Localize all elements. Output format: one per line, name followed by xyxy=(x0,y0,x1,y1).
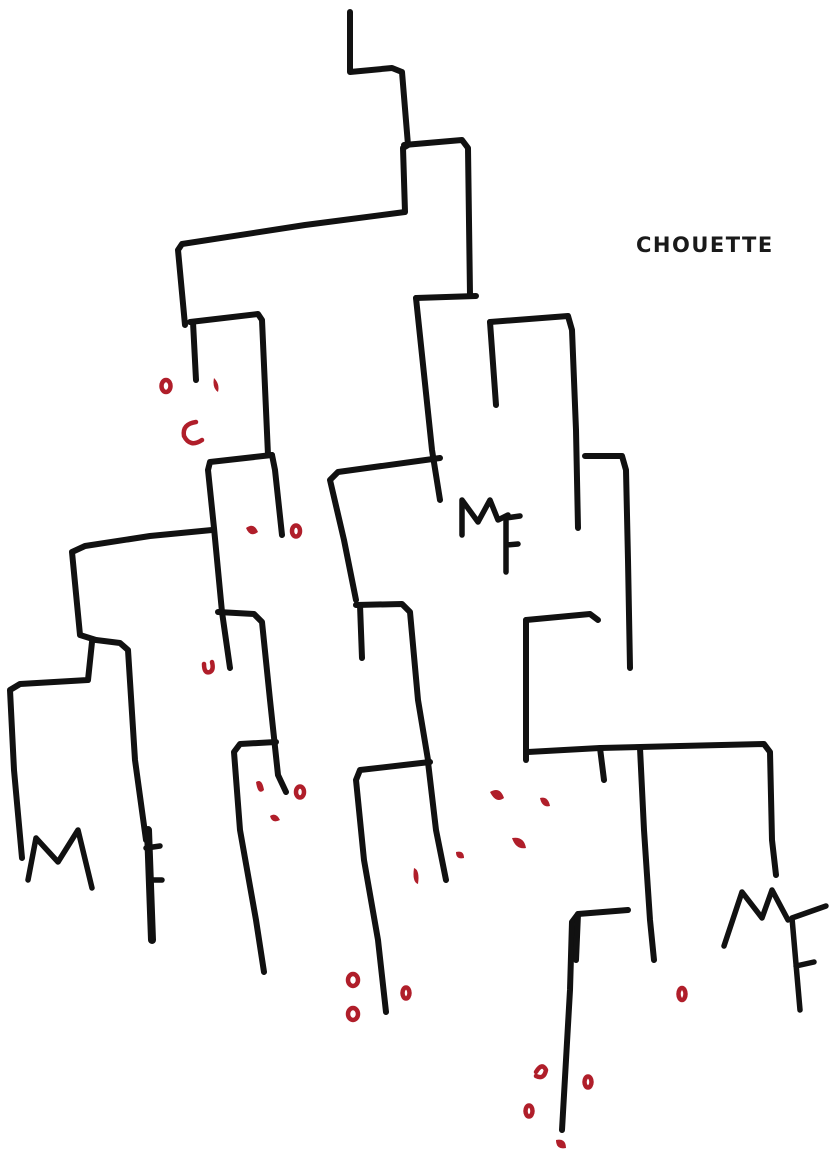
trunk-right-branch xyxy=(404,140,470,295)
female-letter-right xyxy=(792,906,826,1010)
center-bracket xyxy=(330,458,440,600)
left-box xyxy=(10,642,92,858)
center-lower-column xyxy=(356,762,430,1012)
red-mark xyxy=(490,790,504,800)
red-mark xyxy=(536,1066,546,1077)
right-outer-bracket xyxy=(585,456,630,668)
middle-column-b xyxy=(234,742,276,972)
right-stub xyxy=(490,322,496,405)
red-mark xyxy=(270,815,280,822)
red-mark xyxy=(292,526,300,537)
red-mark xyxy=(556,1140,566,1149)
red-mark xyxy=(204,662,213,672)
far-left-bracket xyxy=(72,530,212,640)
red-mark xyxy=(585,1077,592,1088)
bottom-bracket xyxy=(562,910,628,1130)
red-mark xyxy=(296,787,304,798)
red-mark xyxy=(414,868,419,884)
red-mark xyxy=(256,781,264,792)
right-lower-leg-a xyxy=(640,748,654,960)
left-stub xyxy=(193,322,196,380)
center-column xyxy=(356,604,428,760)
left-subtree-top xyxy=(190,314,268,455)
trunk-line xyxy=(178,12,408,325)
red-mark xyxy=(348,1008,358,1020)
far-left-lower xyxy=(96,640,146,840)
male-letter-left xyxy=(28,830,92,888)
right-subtree-top xyxy=(416,296,476,298)
red-mark xyxy=(512,838,526,849)
red-mark xyxy=(162,380,171,392)
right-lower-leg-b xyxy=(600,748,604,780)
mid-left-right-leg xyxy=(272,455,282,535)
center-right-leg xyxy=(428,762,446,880)
red-mark xyxy=(679,988,686,1000)
right-lower-bracket xyxy=(526,614,598,620)
center-stub xyxy=(360,605,362,658)
red-mark xyxy=(540,798,550,807)
right-subtree-inner xyxy=(490,316,578,528)
tree-lines xyxy=(10,12,826,1130)
red-mark xyxy=(526,1106,533,1117)
red-mark xyxy=(246,526,258,535)
bottom-stub xyxy=(576,914,578,960)
male-letter-top xyxy=(462,500,508,535)
right-lower-crossbar xyxy=(528,744,776,875)
red-mark xyxy=(348,974,358,986)
male-letter-right xyxy=(724,890,788,946)
right-subtree-left-leg xyxy=(416,298,440,500)
red-mark xyxy=(184,422,202,443)
red-mark xyxy=(214,378,219,392)
red-mark xyxy=(456,852,464,859)
red-mark xyxy=(403,988,410,999)
female-letter-top xyxy=(506,516,520,572)
